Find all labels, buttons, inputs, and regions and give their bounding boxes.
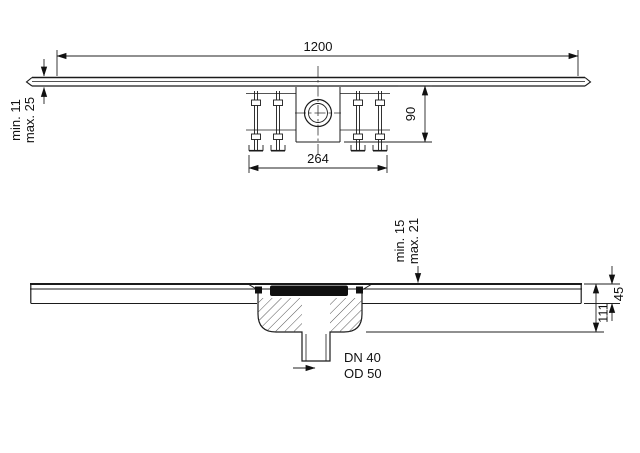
dimension-1200: 1200 bbox=[56, 39, 579, 76]
dimension-label-install-height: 90 bbox=[403, 107, 418, 121]
dimension-label-total-height: 111 bbox=[596, 303, 611, 323]
drain-body-side-view bbox=[247, 283, 373, 362]
mounting-stud bbox=[248, 90, 264, 152]
dimension-label-length: 1200 bbox=[304, 39, 333, 54]
drain-outlet-inner-circle bbox=[308, 103, 328, 123]
dimension-264: 264 bbox=[248, 151, 388, 173]
dimension-label-edge-max: max. 25 bbox=[22, 97, 37, 143]
dimension-label-screed-max: max. 21 bbox=[406, 218, 421, 264]
grate-section bbox=[270, 285, 348, 296]
outlet-annotation: DN 40 OD 50 bbox=[293, 350, 382, 381]
drain-assembly-top-view bbox=[246, 66, 390, 155]
mounting-stud bbox=[270, 90, 286, 152]
drain-outlet-circle bbox=[303, 98, 333, 128]
outlet-dn-label: DN 40 bbox=[344, 350, 381, 365]
section-hatching-right bbox=[330, 298, 362, 332]
edge-height-dimension: min. 11 max. 25 bbox=[8, 59, 48, 143]
outlet-od-label: OD 50 bbox=[344, 366, 382, 381]
dimension-45: 45 bbox=[584, 266, 626, 321]
dimension-label-edge-min: min. 11 bbox=[8, 99, 23, 141]
flange-right bbox=[361, 283, 373, 291]
edge-section-left bbox=[255, 286, 262, 294]
dimension-label-channel-depth: 45 bbox=[611, 287, 626, 301]
section-hatching-left bbox=[258, 298, 302, 332]
side-view: min. 15 max. 21 DN 40 O bbox=[30, 218, 626, 381]
dimension-90: 90 bbox=[344, 85, 432, 143]
top-view: 1200 min. 11 max. 25 bbox=[8, 39, 592, 173]
channel-top-view bbox=[25, 76, 592, 87]
dimension-111: 111 bbox=[366, 283, 611, 333]
dimension-label-feet-span: 264 bbox=[307, 151, 329, 166]
edge-section-right bbox=[356, 286, 363, 294]
screed-depth-dimension: min. 15 max. 21 bbox=[392, 218, 422, 283]
channel-left-end bbox=[25, 77, 33, 87]
dimension-label-screed-min: min. 15 bbox=[392, 220, 407, 263]
channel-right-end bbox=[584, 77, 592, 87]
